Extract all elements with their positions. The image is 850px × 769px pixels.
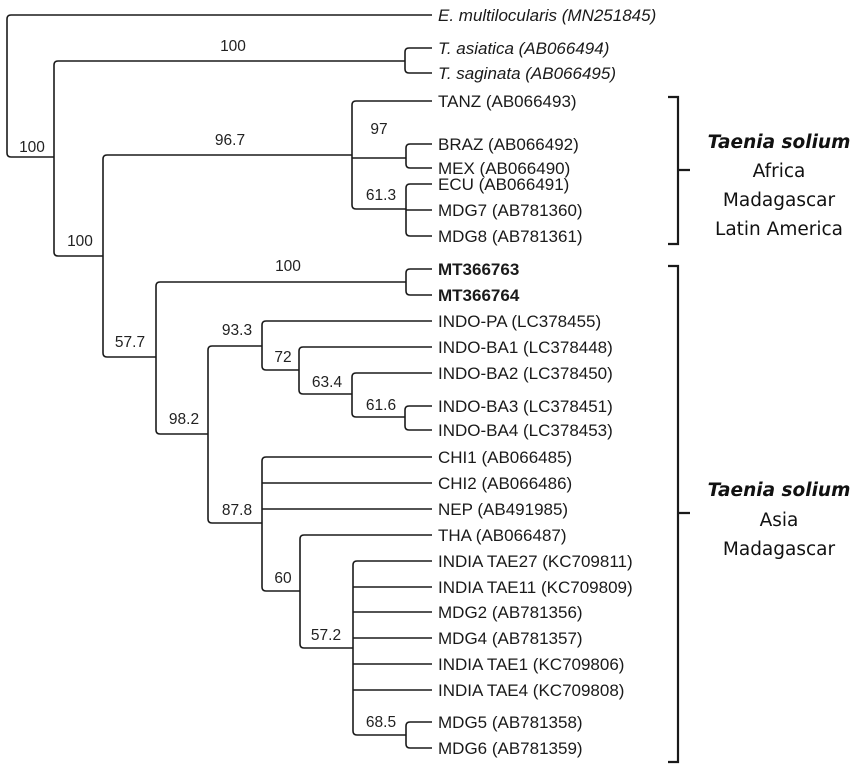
branch-nAsiSag-tasi bbox=[404, 47, 432, 53]
group-region-latin-america: Latin America bbox=[715, 219, 843, 240]
leaf-label-tae4: INDIA TAE4 (KC709808) bbox=[438, 681, 624, 700]
support-africa-latam: 96.7 bbox=[215, 132, 245, 149]
bracket-africa-latam bbox=[668, 95, 690, 246]
leaf-label-mt366763: MT366763 bbox=[438, 260, 519, 279]
leaf-label-tsag: T. saginata (AB066495) bbox=[438, 64, 616, 83]
branch-nSol-nAfr bbox=[102, 154, 352, 160]
branch-nAM-nIndo bbox=[207, 345, 262, 351]
support-asia: 57.7 bbox=[115, 334, 145, 351]
leaf-label-tae11: INDIA TAE11 (KC709809) bbox=[438, 578, 633, 597]
leaf-label-tha: THA (AB066487) bbox=[438, 526, 567, 545]
branch-nAM-nMain bbox=[207, 518, 262, 524]
branch-nTha-tha bbox=[299, 534, 432, 540]
leaf-label-ecu: ECU (AB066491) bbox=[438, 175, 569, 194]
support-tha-clade: 60 bbox=[274, 570, 292, 587]
group-region-madagascar: Madagascar bbox=[723, 539, 836, 560]
branch-nBA24-nBA34 bbox=[351, 412, 405, 418]
group-title: Taenia solium bbox=[708, 132, 850, 153]
branch-nMT-mt4 bbox=[405, 290, 432, 296]
support-asia-main: 98.2 bbox=[169, 411, 199, 428]
support-india-mdg: 57.2 bbox=[311, 627, 341, 644]
leaf-label-emul: E. multilocularis (MN251845) bbox=[438, 6, 656, 25]
branch-nAfr-nEM bbox=[351, 204, 406, 210]
leaf-label-indoba2: INDO-BA2 (LC378450) bbox=[438, 364, 613, 383]
leaf-label-indoba4: INDO-BA4 (LC378453) bbox=[438, 421, 613, 440]
support-indo: 93.3 bbox=[222, 322, 252, 339]
bracket-asia bbox=[668, 264, 690, 764]
support-root: 100 bbox=[19, 139, 45, 156]
leaf-label-tae1: INDIA TAE1 (KC709806) bbox=[438, 655, 624, 674]
branch-nBM-braz bbox=[405, 143, 432, 149]
support-indo-ba: 72 bbox=[274, 349, 291, 366]
leaf-label-tae27: INDIA TAE27 (KC709811) bbox=[438, 552, 633, 571]
branch-nAfr-tanz bbox=[351, 100, 432, 106]
leaf-label-tasi: T. asiatica (AB066494) bbox=[438, 39, 609, 58]
leaf-label-indoba3: INDO-BA3 (LC378451) bbox=[438, 397, 613, 416]
support-mt-clade: 100 bbox=[275, 258, 301, 275]
branch-nMT-mt3 bbox=[405, 268, 432, 274]
branch-nIndo-indopa bbox=[261, 320, 432, 326]
leaf-label-nep: NEP (AB491985) bbox=[438, 500, 568, 519]
leaf-label-mdg7: MDG7 (AB781360) bbox=[438, 201, 583, 220]
tree-branches bbox=[6, 14, 432, 749]
leaf-label-braz: BRAZ (AB066492) bbox=[438, 135, 579, 154]
branch-nBA-nBA24 bbox=[298, 389, 352, 395]
leaf-label-mdg4: MDG4 (AB781357) bbox=[438, 629, 583, 648]
group-label-asia: Taenia solium Asia Madagascar bbox=[708, 480, 850, 560]
leaf-label-mdg8: MDG8 (AB781361) bbox=[438, 227, 583, 246]
leaf-label-mex: MEX (AB066490) bbox=[438, 159, 570, 178]
branch-nBA24-indoba2 bbox=[351, 372, 432, 378]
support-asia-mainland: 87.8 bbox=[222, 502, 252, 519]
leaf-label-chi2: CHI2 (AB066486) bbox=[438, 474, 572, 493]
branch-nBA34-indoba4 bbox=[404, 425, 432, 431]
branch-nBA-indoba1 bbox=[298, 346, 432, 352]
leaf-label-mdg5: MDG5 (AB781358) bbox=[438, 713, 583, 732]
branch-nM56-mdg6 bbox=[405, 743, 432, 749]
group-title: Taenia solium bbox=[708, 480, 850, 501]
support-asiatica-saginata: 100 bbox=[220, 38, 246, 55]
support-solium: 100 bbox=[67, 233, 93, 250]
support-indo-ba3-4: 61.6 bbox=[366, 397, 396, 414]
leaf-label-chi1: CHI1 (AB066485) bbox=[438, 448, 572, 467]
branch-nMain-nTha bbox=[261, 586, 300, 592]
support-ecu-mdg: 61.3 bbox=[366, 187, 396, 204]
branch-nTha-nIM bbox=[299, 643, 353, 649]
branch-nIM-tae27 bbox=[352, 560, 432, 566]
leaf-label-tanz: TANZ (AB066493) bbox=[438, 92, 577, 111]
branch-nAsiSag-tsag bbox=[404, 68, 432, 74]
group-label-africa-latam: Taenia solium Africa Madagascar Latin Am… bbox=[708, 132, 850, 240]
branch-nEM-mdg8 bbox=[405, 231, 432, 237]
support-values: 100 100 100 96.7 97 61.3 57.7 100 98.2 9… bbox=[19, 38, 396, 731]
leaf-label-indopa: INDO-PA (LC378455) bbox=[438, 312, 601, 331]
branch-nMain-chi1 bbox=[261, 456, 432, 462]
branch-nM56-mdg5 bbox=[405, 721, 432, 727]
branch-nEM-ecu bbox=[405, 183, 432, 189]
branch-nAsia-nMT bbox=[155, 281, 406, 287]
branch-root-nT bbox=[6, 152, 54, 158]
support-mdg5-6: 68.5 bbox=[366, 714, 396, 731]
branch-nSol-nAsia bbox=[102, 352, 156, 358]
branch-nAsia-nAM bbox=[155, 429, 208, 435]
group-region-africa: Africa bbox=[753, 161, 806, 182]
support-indo-ba2-4: 63.4 bbox=[312, 374, 343, 391]
leaf-label-mdg2: MDG2 (AB781356) bbox=[438, 603, 583, 622]
branch-nIndo-nBA bbox=[261, 365, 299, 371]
branch-nBM-mex bbox=[405, 163, 432, 169]
support-braz-mex: 97 bbox=[370, 121, 387, 138]
group-brackets bbox=[668, 95, 690, 764]
group-region-madagascar: Madagascar bbox=[723, 190, 836, 211]
branch-nT-nSol bbox=[53, 251, 103, 257]
leaf-label-indoba1: INDO-BA1 (LC378448) bbox=[438, 338, 613, 357]
group-region-asia: Asia bbox=[760, 510, 799, 531]
branch-nT-nAsiSag bbox=[53, 60, 405, 66]
leaf-label-mdg6: MDG6 (AB781359) bbox=[438, 739, 583, 758]
leaf-labels: E. multilocularis (MN251845) T. asiatica… bbox=[438, 6, 656, 758]
leaf-label-mt366764: MT366764 bbox=[438, 286, 520, 305]
branch-nBA34-indoba3 bbox=[404, 405, 432, 411]
branch-root-emul bbox=[6, 14, 432, 20]
branch-nIM-nM56 bbox=[352, 730, 406, 736]
